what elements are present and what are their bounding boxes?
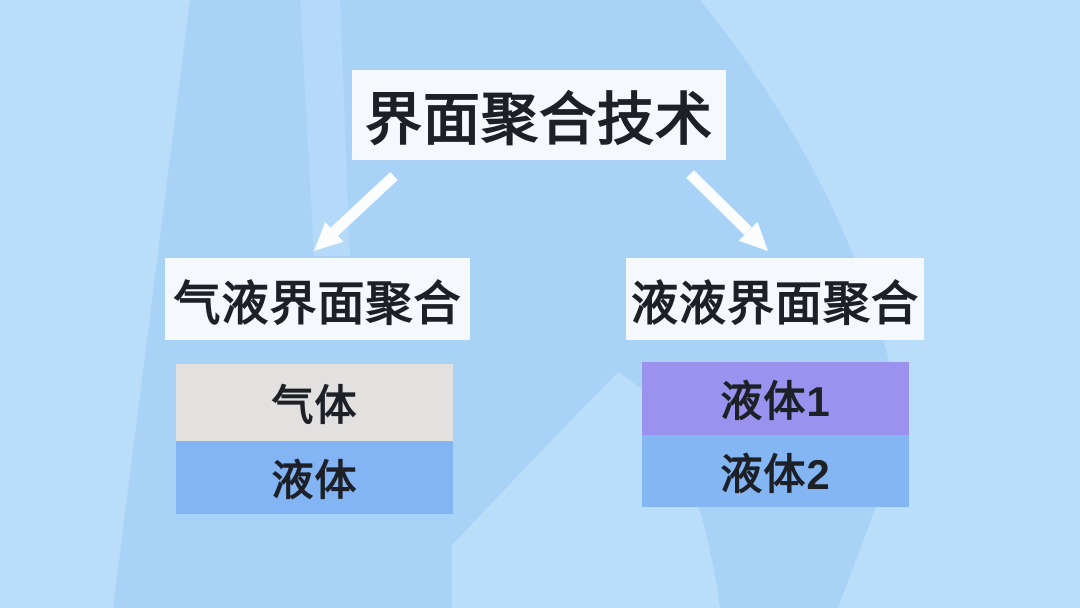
layer-liquid-label: 液体 <box>271 457 358 504</box>
branch-gas-liquid-label: 气液界面聚合 <box>173 276 462 330</box>
layer-liquid1-label: 液体1 <box>720 378 831 425</box>
layer-liquid2: 液体2 <box>642 435 909 507</box>
background-shape-left-band <box>0 0 190 608</box>
gas-liquid-stack: 气体 液体 <box>176 364 453 514</box>
layer-liquid2-label: 液体2 <box>720 450 831 498</box>
diagram-title: 界面聚合技术 <box>365 88 713 152</box>
layer-gas: 气体 <box>176 364 453 441</box>
layer-gas-label: 气体 <box>271 382 358 429</box>
branch-liquid-liquid-label: 液液界面聚合 <box>631 276 919 330</box>
arrow-down-left-icon <box>314 171 398 251</box>
branch-liquid-liquid-label-box: 液液界面聚合 <box>626 258 924 340</box>
background-shape-top-sliver <box>300 0 350 256</box>
title-box: 界面聚合技术 <box>352 70 726 160</box>
layer-liquid1: 液体1 <box>642 362 909 435</box>
liquid-liquid-stack: 液体1 液体2 <box>642 362 909 507</box>
layer-liquid: 液体 <box>176 441 453 514</box>
branch-gas-liquid-label-box: 气液界面聚合 <box>165 258 470 340</box>
arrow-down-right-icon <box>686 170 768 251</box>
